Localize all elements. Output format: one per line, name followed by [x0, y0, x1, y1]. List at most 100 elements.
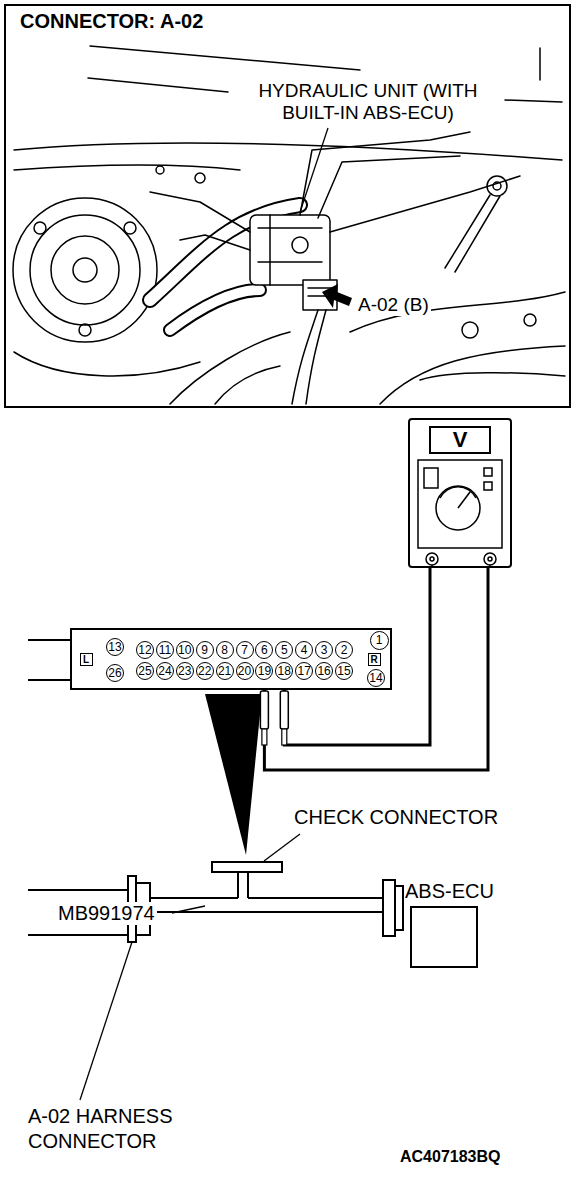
- part-name: CHECK CONNECTOR: [292, 806, 500, 829]
- engine-bay-illustration: [318, 156, 460, 218]
- pin-number: 22: [196, 662, 214, 680]
- pin-number: 17: [295, 662, 313, 680]
- probe-tip: [262, 729, 267, 745]
- engine-bay-illustration: [124, 222, 136, 234]
- pin-number: 13: [106, 638, 124, 656]
- pin-number: 4: [295, 641, 313, 659]
- pin-number: 7: [236, 641, 254, 659]
- text-holder: 24: [156, 662, 174, 680]
- figure-title: CONNECTOR: A-02: [18, 10, 205, 33]
- meter-part: [484, 468, 492, 476]
- engine-bay-illustration: [195, 173, 205, 183]
- engine-bay-illustration: [79, 324, 91, 336]
- probe-tip: [260, 691, 268, 745]
- pin-number: 24: [156, 662, 174, 680]
- engine-bay-illustration: [73, 258, 97, 282]
- text-holder: 1: [370, 631, 389, 650]
- meter-part: [440, 487, 476, 498]
- probe-tip: [280, 691, 288, 729]
- test-harness: [238, 872, 248, 898]
- figure-code: AC407183BQ: [398, 1148, 503, 1166]
- engine-bay-illustration: [539, 48, 541, 80]
- meter-part: [436, 486, 480, 530]
- engine-bay-illustration: [14, 143, 562, 160]
- text-holder: 11: [156, 641, 174, 659]
- text-holder: A-02 HARNESS CONNECTOR: [26, 1104, 250, 1154]
- leader-line: [80, 128, 328, 1100]
- pin-number: 26: [106, 664, 124, 682]
- probe-tip: [280, 691, 288, 745]
- test-harness: [383, 880, 395, 936]
- text-holder: 22: [196, 662, 214, 680]
- test-harness: [28, 862, 403, 942]
- pin-number: 10: [176, 641, 194, 659]
- meter-symbol: V: [429, 426, 491, 454]
- text-holder: 25: [136, 662, 154, 680]
- pin-number: 19: [255, 662, 273, 680]
- engine-bay-illustration: [350, 292, 565, 332]
- text-holder: 13: [106, 638, 124, 656]
- test-harness: [212, 862, 282, 872]
- text-holder: 20: [236, 662, 254, 680]
- pin-number: 6: [255, 641, 273, 659]
- text-holder: AC407183BQ: [398, 1148, 503, 1166]
- probe-tip: [282, 729, 287, 745]
- text-holder: 23: [176, 662, 194, 680]
- engine-bay-illustration: [90, 46, 360, 70]
- text-holder: 9: [196, 641, 214, 659]
- pin-number: 16: [315, 662, 333, 680]
- text-holder: 2: [335, 641, 353, 659]
- text-holder: L: [80, 653, 93, 666]
- engine-bay-illustration: [487, 176, 507, 196]
- abs-ecu: ABS-ECU: [405, 880, 498, 972]
- meter-part: [484, 553, 496, 565]
- pin-number: 1: [370, 631, 389, 650]
- engine-bay-illustration: [180, 235, 250, 250]
- text-holder: 17: [295, 662, 313, 680]
- engine-bay-illustration: [445, 195, 490, 268]
- pin-number: 23: [176, 662, 194, 680]
- leader-line: [300, 128, 328, 212]
- text-holder: 3: [315, 641, 333, 659]
- leader-line: [80, 942, 132, 1100]
- test-lead: [264, 568, 488, 770]
- meter-part: [430, 557, 434, 561]
- text-holder: V: [429, 426, 491, 454]
- text-holder: CONNECTOR: A-02: [18, 10, 205, 33]
- panel-frame: [5, 5, 570, 407]
- engine-bay-illustration: [493, 182, 501, 190]
- meter-part: [424, 468, 438, 488]
- test-harness: [395, 886, 403, 930]
- panel-frame: [5, 5, 570, 407]
- engine-bay-illustration: [300, 132, 470, 215]
- test-harness: [150, 898, 383, 912]
- part-name: HYDRAULIC UNIT (WITH BUILT-IN ABS-ECU): [238, 80, 498, 124]
- engine-bay-illustration: [14, 352, 200, 376]
- voltmeter: V: [408, 418, 512, 568]
- text-holder: 4: [295, 641, 313, 659]
- text-holder: 8: [216, 641, 234, 659]
- engine-bay-illustration: [170, 332, 290, 404]
- text-holder: 5: [275, 641, 293, 659]
- pin-connector: L13121110987654321R262524232221201918171…: [70, 628, 392, 690]
- pin-number: 2: [335, 641, 353, 659]
- pin-number: 15: [335, 662, 353, 680]
- engine-bay-illustration: [170, 290, 260, 330]
- meter-body: [418, 460, 502, 566]
- text-holder: HYDRAULIC UNIT (WITH BUILT-IN ABS-ECU): [238, 80, 498, 124]
- engine-bay-illustration: [420, 373, 565, 380]
- engine-bay-illustration: [13, 46, 565, 404]
- pin-number: 14: [367, 669, 385, 687]
- engine-bay-illustration: [258, 215, 322, 285]
- connector-arrow: [322, 284, 352, 308]
- pin-number: 11: [156, 641, 174, 659]
- pin-number: 5: [275, 641, 293, 659]
- text-holder: A-02 (B): [356, 294, 431, 316]
- engine-bay-illustration: [14, 165, 240, 170]
- text-holder: CHECK CONNECTOR: [292, 806, 500, 829]
- pin-number: 20: [236, 662, 254, 680]
- meter-part: [418, 460, 502, 548]
- meter-part: [488, 557, 492, 561]
